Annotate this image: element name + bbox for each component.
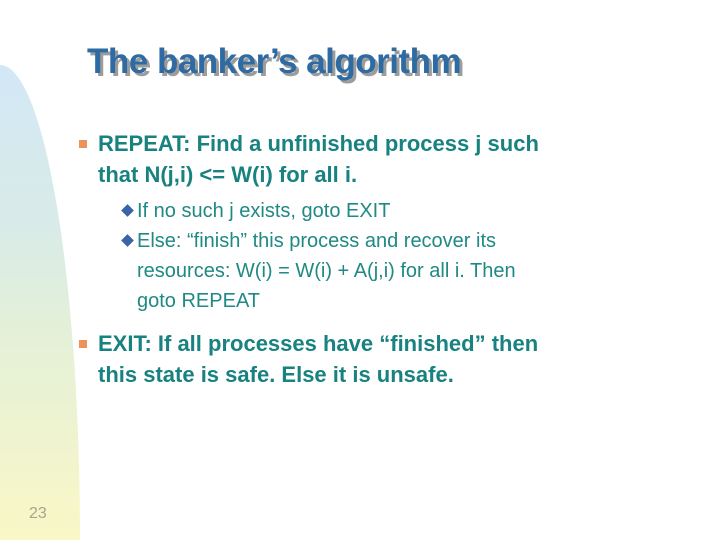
square-bullet-icon: [79, 140, 87, 148]
bullet-line: this state is safe. Else it is unsafe.: [98, 362, 454, 387]
bullet-item-exit: EXIT: If all processes have “finished” t…: [98, 328, 538, 390]
sub-bullet-item-else: Else: “finish” this process and recover …: [137, 226, 516, 316]
bullet-line: Else: “finish” this process and recover …: [137, 230, 497, 252]
sub-bullet-item-if: If no such j exists, goto EXIT: [137, 196, 390, 226]
bullet-line: resources: W(i) = W(i) + A(j,i) for all …: [137, 260, 516, 282]
bullet-item-repeat: REPEAT: Find a unfinished process j such…: [98, 128, 539, 190]
diamond-bullet-icon: [121, 204, 134, 217]
bullet-line: EXIT: If all processes have “finished” t…: [98, 331, 539, 356]
bullet-line: If no such j exists, goto EXIT: [137, 200, 391, 222]
square-bullet-icon: [79, 340, 87, 348]
side-gradient-decoration: [0, 65, 80, 540]
bullet-line: REPEAT: Find a unfinished process j such: [98, 131, 539, 156]
bullet-line: goto REPEAT: [137, 290, 261, 312]
slide-title: The banker’s algorithm: [87, 42, 462, 81]
diamond-bullet-icon: [121, 234, 134, 247]
bullet-line: that N(j,i) <= W(i) for all i.: [98, 162, 358, 187]
page-number: 23: [29, 505, 47, 522]
